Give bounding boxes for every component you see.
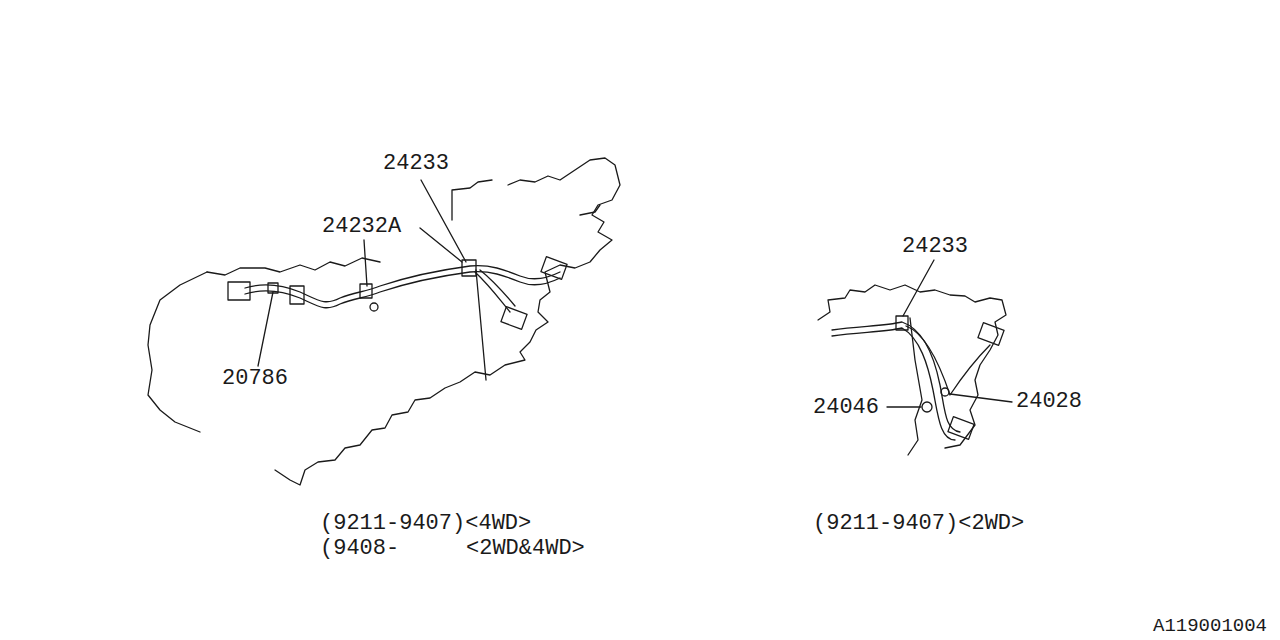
- engine-outline: [476, 270, 486, 380]
- applicability-note: (9211-9407)<2WD>: [812, 513, 1025, 535]
- engine-outline: [452, 180, 492, 220]
- clip: [462, 260, 476, 276]
- leader-line: [887, 406, 921, 407]
- leader-line: [421, 180, 466, 262]
- engine-outline: [580, 205, 600, 215]
- callout-number: 24233: [901, 236, 969, 258]
- leader-line: [950, 394, 1012, 402]
- drawing-number: A119001004: [1152, 617, 1268, 636]
- engine-outline: [275, 158, 620, 485]
- applicability-note: <2WD&4WD>: [465, 538, 586, 560]
- sensor-connector: [541, 257, 567, 280]
- clip: [896, 316, 908, 330]
- applicability-note: (9408-: [319, 538, 400, 560]
- engine-outline: [207, 258, 380, 275]
- sensor-connector: [501, 307, 527, 330]
- connector: [228, 282, 250, 300]
- clip: [922, 402, 932, 412]
- engine-outline: [818, 285, 1006, 448]
- clip: [370, 303, 378, 311]
- wire-harness: [245, 266, 560, 302]
- connector: [290, 286, 304, 304]
- callout-number: 24233: [382, 153, 450, 175]
- callout-number: 20786: [221, 368, 289, 390]
- engine-outline: [908, 318, 922, 455]
- callout-number: 24028: [1015, 391, 1083, 413]
- wire-harness: [906, 326, 990, 395]
- clip: [941, 388, 949, 396]
- clip: [360, 284, 372, 298]
- wire-harness: [832, 328, 955, 440]
- wire-harness: [480, 270, 515, 306]
- engine-outline: [420, 228, 462, 262]
- leader-line: [364, 240, 367, 286]
- leader-line: [903, 260, 934, 316]
- callout-number: 24046: [812, 397, 880, 419]
- applicability-note: (9211-9407)<4WD>: [319, 513, 532, 535]
- wire-harness: [475, 272, 510, 312]
- callout-number: 24232A: [321, 216, 402, 238]
- engine-outline: [148, 272, 207, 432]
- sensor-connector: [978, 323, 1004, 346]
- leader-line: [258, 292, 273, 366]
- sensor-connector: [948, 417, 974, 440]
